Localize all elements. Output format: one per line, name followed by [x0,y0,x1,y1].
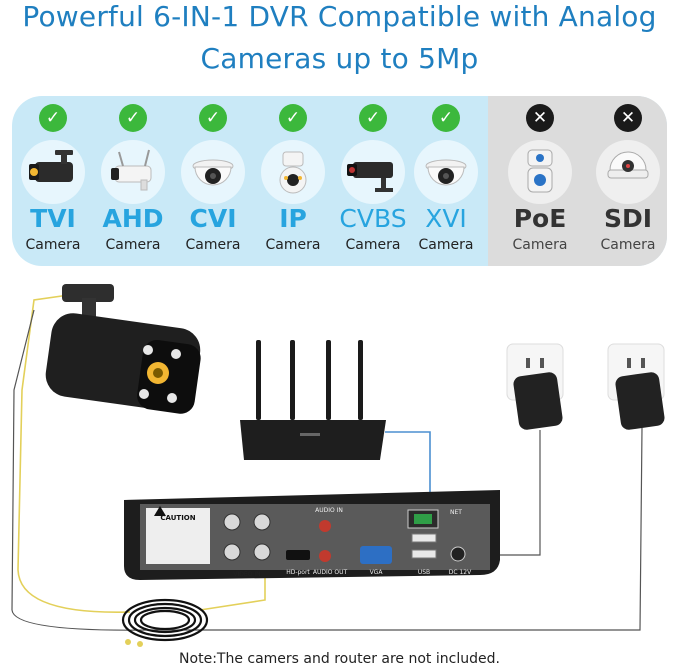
ptz-camera-icon [261,140,325,204]
cross-icon: ✕ [526,104,554,132]
power-label: DC 12V [449,569,472,576]
connection-diagram: CAUTION VIDEO IN AUDIO IN AUDIO OUT HD-p… [11,284,665,647]
check-icon: ✓ [432,104,460,132]
power-outlet-icon [607,343,665,430]
camera-type-name: XVI [425,204,467,233]
camera-type-name: SDI [603,204,653,233]
compatibility-panel: ✓ TVI Camera ✓ AHD Camera [12,96,667,266]
camera-type-label: Camera [185,237,241,253]
footer-note: Note:The camers and router are not inclu… [179,651,500,667]
bullet-camera-icon [45,284,201,414]
camera-type-tvi: ✓ TVI Camera [14,96,92,266]
video-in-label: VIDEO IN [233,571,260,578]
camera-type-name: CVI [189,204,237,233]
cross-icon: ✕ [614,104,642,132]
camera-type-poe: ✕ PoE Camera [501,96,579,266]
check-icon: ✓ [359,104,387,132]
camera-type-name: CVBS [339,204,407,233]
dome-camera-icon [414,140,478,204]
camera-type-label: Camera [25,237,81,253]
dvr-recorder: CAUTION VIDEO IN AUDIO IN AUDIO OUT HD-p… [124,490,500,580]
usb-label: USB [418,569,430,576]
box-camera-icon [341,140,405,204]
bullet-camera-icon [21,140,85,204]
check-icon: ✓ [119,104,147,132]
camera-type-label: Camera [105,237,161,253]
headline-line-1: Powerful 6-IN-1 DVR Compatible with Anal… [22,0,657,33]
dome-camera-icon [181,140,245,204]
camera-type-cvbs: ✓ CVBS Camera [334,96,412,266]
network-cable [385,431,431,510]
camera-type-ahd: ✓ AHD Camera [94,96,172,266]
cable-coil-icon [121,598,209,642]
hdmi-label: HD-port [286,569,310,576]
audio-out-label: AUDIO OUT [313,569,348,576]
camera-type-sdi: ✕ SDI Camera [589,96,667,266]
vga-label: VGA [370,569,384,576]
camera-type-name: TVI [30,204,76,233]
camera-type-label: Camera [345,237,401,253]
headline-line-2: Cameras up to 5Mp [200,42,479,75]
camera-type-label: Camera [512,237,568,253]
router-icon [240,340,386,460]
camera-type-label: Camera [418,237,474,253]
camera-type-name: PoE [513,204,567,233]
caution-label: CAUTION [160,514,195,522]
dual-lens-camera-icon [508,140,572,204]
net-label: NET [450,509,462,516]
camera-type-name: IP [279,204,307,233]
camera-type-label: Camera [600,237,656,253]
check-icon: ✓ [39,104,67,132]
camera-type-cvi: ✓ CVI Camera [174,96,252,266]
wifi-bullet-camera-icon [101,140,165,204]
check-icon: ✓ [279,104,307,132]
check-icon: ✓ [199,104,227,132]
camera-type-ip: ✓ IP Camera [254,96,332,266]
camera-type-xvi: ✓ XVI Camera [407,96,485,266]
power-outlet-icon [506,343,564,430]
video-cable [17,291,131,613]
camera-type-name: AHD [102,204,164,233]
audio-in-label: AUDIO IN [315,507,343,514]
dome-camera-icon [596,140,660,204]
camera-type-label: Camera [265,237,321,253]
